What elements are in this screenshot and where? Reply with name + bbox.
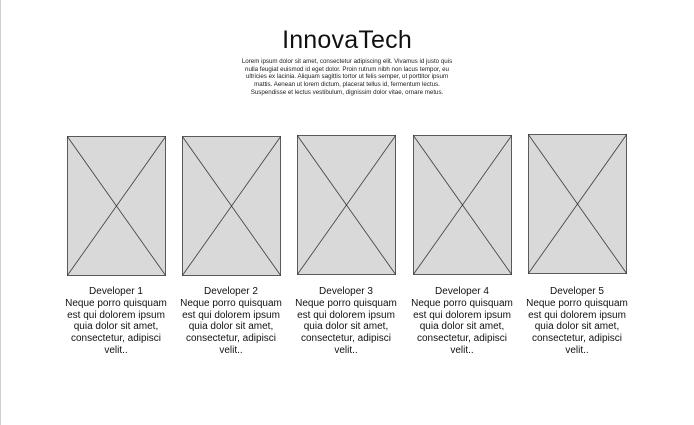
developer-name: Developer 4 bbox=[435, 286, 489, 297]
developer-info: Developer 4 Neque porro quisquam est qui… bbox=[409, 286, 515, 357]
intro-paragraph: Lorem ipsum dolor sit amet, consectetur … bbox=[241, 58, 453, 96]
developer-name: Developer 2 bbox=[204, 286, 258, 297]
developer-info: Developer 2 Neque porro quisquam est qui… bbox=[178, 286, 284, 357]
image-placeholder-icon bbox=[528, 134, 627, 274]
developer-name: Developer 1 bbox=[89, 286, 143, 297]
developer-description: Neque porro quisquam est qui dolorem ips… bbox=[526, 297, 628, 356]
developer-description: Neque porro quisquam est qui dolorem ips… bbox=[180, 297, 282, 356]
image-placeholder-icon bbox=[413, 135, 512, 275]
developer-info: Developer 1 Neque porro quisquam est qui… bbox=[63, 286, 169, 357]
developer-description: Neque porro quisquam est qui dolorem ips… bbox=[411, 297, 513, 356]
developer-info: Developer 3 Neque porro quisquam est qui… bbox=[293, 286, 399, 357]
image-placeholder-icon bbox=[67, 136, 166, 276]
developer-name: Developer 5 bbox=[550, 286, 604, 297]
developer-description: Neque porro quisquam est qui dolorem ips… bbox=[295, 297, 397, 356]
image-placeholder-icon bbox=[182, 136, 281, 276]
left-divider bbox=[0, 0, 1, 425]
developer-info: Developer 5 Neque porro quisquam est qui… bbox=[524, 286, 630, 357]
developer-description: Neque porro quisquam est qui dolorem ips… bbox=[65, 297, 167, 356]
page-title: InnovaTech bbox=[282, 26, 412, 54]
image-placeholder-icon bbox=[297, 135, 396, 275]
developer-name: Developer 3 bbox=[319, 286, 373, 297]
